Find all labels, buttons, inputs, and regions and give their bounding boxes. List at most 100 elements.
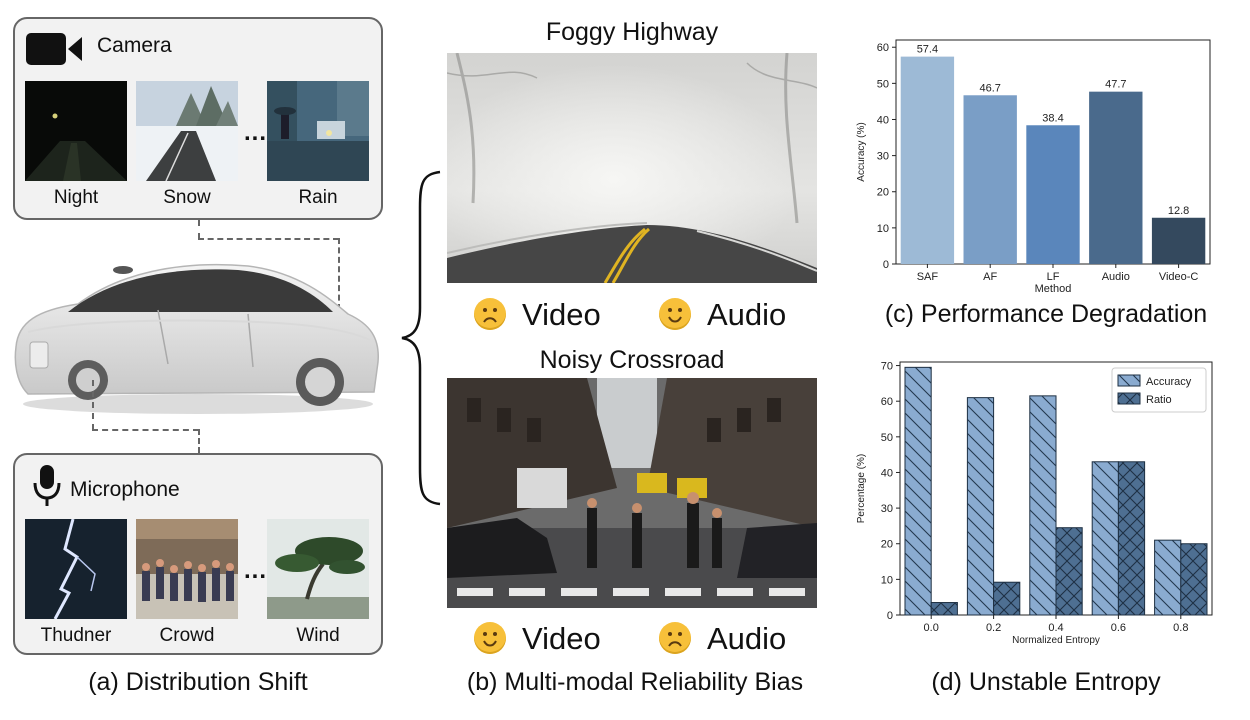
camera-panel: Camera Night Snow ...: [13, 17, 383, 220]
scene-1-video-label: Video: [522, 297, 601, 332]
scene-2-title: Noisy Crossroad: [539, 346, 725, 374]
camera-connector-down: [198, 220, 200, 239]
x-tick-label: LF: [1047, 271, 1060, 283]
bar-af: [963, 95, 1017, 264]
bar-hatch-ratio-0.8: [1180, 543, 1208, 615]
panel-c-caption: (c) Performance Degradation: [884, 300, 1208, 328]
y-axis-label: Percentage (%): [856, 454, 867, 523]
x-tick-label: Video-C: [1159, 271, 1199, 283]
rain-caption: Rain: [298, 187, 338, 208]
microphone-icon: [33, 465, 61, 506]
y-tick-label: 50: [881, 432, 893, 444]
bar-value-label: 46.7: [979, 82, 1000, 94]
y-tick-label: 40: [877, 114, 889, 126]
sad-face-icon: [474, 298, 506, 330]
y-tick-label: 20: [877, 187, 889, 199]
bar-hatch-ratio-0.6: [1118, 461, 1145, 615]
microphone-panel: Microphone Thudner Crow: [13, 453, 383, 655]
legend-swatch-hatch-accuracy: [1118, 375, 1140, 386]
x-tick-label: 0.2: [986, 622, 1001, 634]
y-tick-label: 0: [887, 610, 893, 622]
y-tick-label: 70: [881, 361, 893, 373]
panel-d-caption: (d) Unstable Entropy: [931, 668, 1161, 696]
noisy-crossroad-image: [447, 378, 817, 608]
legend-swatch-hatch-ratio: [1118, 393, 1140, 404]
night-caption: Night: [53, 187, 99, 208]
foggy-highway-image: [447, 53, 817, 283]
curly-brace: [401, 170, 441, 506]
camera-ellipsis: ...: [244, 119, 268, 146]
x-tick-label: 0.4: [1048, 622, 1063, 634]
scene-2-audio-label: Audio: [707, 621, 787, 656]
y-tick-label: 30: [877, 151, 889, 163]
bar-hatch-ratio-0.2: [993, 582, 1020, 615]
x-tick-label: AF: [983, 271, 997, 283]
video-camera-icon: [26, 33, 82, 65]
panel-b-caption: (b) Multi-modal Reliability Bias: [466, 668, 804, 696]
bar-lf: [1026, 125, 1080, 264]
happy-face-icon: [659, 298, 691, 330]
panel-a-caption: (a) Distribution Shift: [88, 668, 308, 696]
x-tick-label: 0.6: [1111, 622, 1126, 634]
wind-thumbnail: [267, 519, 369, 619]
y-tick-label: 50: [877, 78, 889, 90]
scene-1-audio-label: Audio: [707, 297, 787, 332]
x-axis-label: Method: [1035, 283, 1072, 295]
bar-hatch-accuracy-0.8: [1154, 540, 1181, 615]
bar-hatch-accuracy-0.4: [1029, 395, 1056, 615]
y-tick-label: 60: [881, 396, 893, 408]
x-tick-label: 0.8: [1173, 622, 1188, 634]
mic-connector-up: [198, 429, 200, 453]
bar-hatch-ratio-0.0: [931, 602, 958, 615]
microphone-label: Microphone: [70, 478, 180, 501]
x-tick-label: 0.0: [924, 622, 939, 634]
bar-saf: [900, 56, 955, 264]
thunder-thumbnail: [25, 519, 127, 619]
y-tick-label: 60: [877, 42, 889, 54]
happy-face-icon: [474, 622, 506, 654]
wind-caption: Wind: [296, 625, 340, 646]
y-tick-label: 0: [883, 259, 889, 271]
mic-connector-from-car: [92, 380, 94, 430]
entropy-grouped-bar-chart: 0 10 20 30 40 50 60 70 0.0 0.2 0.4 0.6 0.8Normalized…: [856, 361, 1213, 646]
x-axis-label: Normalized Entropy: [1012, 635, 1100, 646]
bar-audio: [1089, 91, 1143, 264]
y-tick-label: 30: [881, 503, 893, 515]
bar-hatch-accuracy-0.2: [967, 397, 994, 615]
scene-1-title: Foggy Highway: [545, 18, 719, 46]
microphone-ellipsis: ...: [244, 557, 268, 584]
snow-caption: Snow: [163, 187, 211, 208]
mic-connector-across: [92, 429, 199, 431]
rain-thumbnail: [267, 81, 369, 181]
bar-value-label: 38.4: [1042, 112, 1063, 124]
y-tick-label: 10: [877, 223, 889, 235]
sad-face-icon: [659, 622, 691, 654]
camera-connector-to-car: [338, 238, 340, 310]
bar-value-label: 12.8: [1168, 205, 1189, 217]
x-tick-label: SAF: [917, 271, 939, 283]
x-tick-label: Audio: [1102, 271, 1130, 283]
night-thumbnail: [25, 81, 127, 181]
y-tick-label: 20: [881, 539, 893, 551]
camera-label: Camera: [97, 34, 172, 57]
bar-value-label: 47.7: [1105, 79, 1126, 91]
autonomous-car-illustration: [14, 263, 379, 414]
bar-value-label: 57.4: [917, 44, 938, 56]
camera-connector-across: [198, 238, 339, 240]
bar-video-c: [1151, 217, 1206, 264]
crowd-thumbnail: [136, 519, 238, 619]
scene-2-video-label: Video: [522, 621, 601, 656]
bar-hatch-accuracy-0.6: [1092, 461, 1119, 615]
y-axis-label: Accuracy (%): [856, 122, 867, 181]
bar-hatch-ratio-0.4: [1056, 527, 1083, 615]
legend-label-ratio: Ratio: [1146, 394, 1172, 406]
crowd-caption: Crowd: [159, 625, 215, 646]
y-tick-label: 10: [881, 574, 893, 586]
bar-hatch-accuracy-0.0: [904, 367, 932, 615]
legend-label-accuracy: Accuracy: [1146, 376, 1192, 388]
y-tick-label: 40: [881, 467, 893, 479]
thunder-caption: Thudner: [40, 625, 112, 646]
snow-thumbnail: [136, 81, 238, 181]
